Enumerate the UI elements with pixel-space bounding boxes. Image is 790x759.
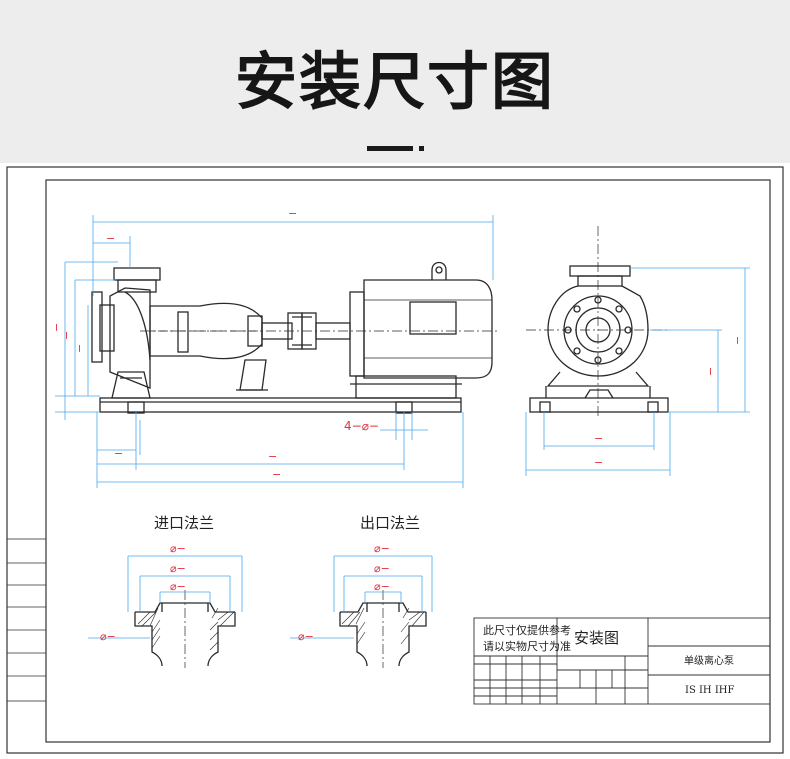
inner-frame [45, 179, 771, 743]
dim-bolt-spacing: − [268, 450, 277, 463]
outlet-bore: ⌀− [374, 580, 390, 593]
dim-outlet-height: − [60, 331, 73, 340]
dim-end-bolt-spacing: − [594, 432, 603, 445]
dim-anchor-holes: 4−⌀− [344, 419, 379, 433]
pump-end-view [526, 226, 669, 416]
inlet-flange-drawing [134, 590, 236, 668]
outlet-outer-diameter: ⌀− [374, 542, 390, 555]
dim-bolt-offset: − [114, 447, 123, 460]
title-block-text: 此尺寸仅提供参考 请以实物尺寸为准 安装图 单级离心泵 IS IH IHF [483, 623, 735, 696]
outlet-flange-dimensions [290, 555, 433, 639]
page-title: 安装尺寸图 [234, 45, 555, 118]
outlet-flange-drawing [339, 590, 427, 668]
title-underline [367, 146, 413, 151]
inlet-outer-diameter: ⌀− [170, 542, 186, 555]
inlet-flange-dimensions [88, 555, 243, 639]
title-underline-dot [419, 146, 424, 151]
dim-base-length: − [272, 468, 281, 481]
inlet-bore: ⌀− [170, 580, 186, 593]
dim-total-height: − [50, 323, 63, 332]
side-view-dimensions [55, 215, 494, 488]
outlet-flange-values: ⌀− ⌀− ⌀− ⌀− [298, 542, 390, 643]
product-name: 单级离心泵 [684, 654, 734, 667]
pump-side-view [91, 261, 500, 414]
inlet-flange-label: 进口法兰 [154, 514, 214, 532]
inlet-bolt-hole: ⌀− [100, 630, 116, 643]
side-view-dimension-values: − − − − − − − − 4−⌀− [50, 207, 379, 481]
title-block [473, 617, 771, 705]
reference-note-1: 此尺寸仅提供参考 [483, 623, 571, 637]
inlet-bolt-circle: ⌀− [170, 562, 186, 575]
header-banner [0, 0, 790, 163]
model-number: IS IH IHF [685, 685, 735, 696]
outer-frame [6, 166, 784, 754]
dim-overall-length: − [288, 207, 297, 220]
dim-end-width: − [594, 456, 603, 469]
outlet-flange-label: 出口法兰 [360, 514, 420, 532]
side-strip [6, 538, 47, 702]
inlet-flange-hatch [137, 607, 235, 651]
outlet-flange-hatch [341, 607, 425, 645]
inlet-flange-values: ⌀− ⌀− ⌀− ⌀− [100, 542, 186, 643]
dim-inlet-offset: − [106, 232, 115, 245]
end-view-dimensions [525, 267, 750, 476]
dim-shaft-height: − [73, 344, 86, 353]
drawing-name: 安装图 [574, 629, 619, 647]
end-view-dimension-values: − − − − [594, 336, 744, 469]
reference-note-2: 请以实物尺寸为准 [483, 639, 571, 653]
dim-end-shaft-height: − [704, 367, 717, 376]
outlet-bolt-circle: ⌀− [374, 562, 390, 575]
dim-end-height: − [731, 336, 744, 345]
outlet-bolt-hole: ⌀− [298, 630, 314, 643]
